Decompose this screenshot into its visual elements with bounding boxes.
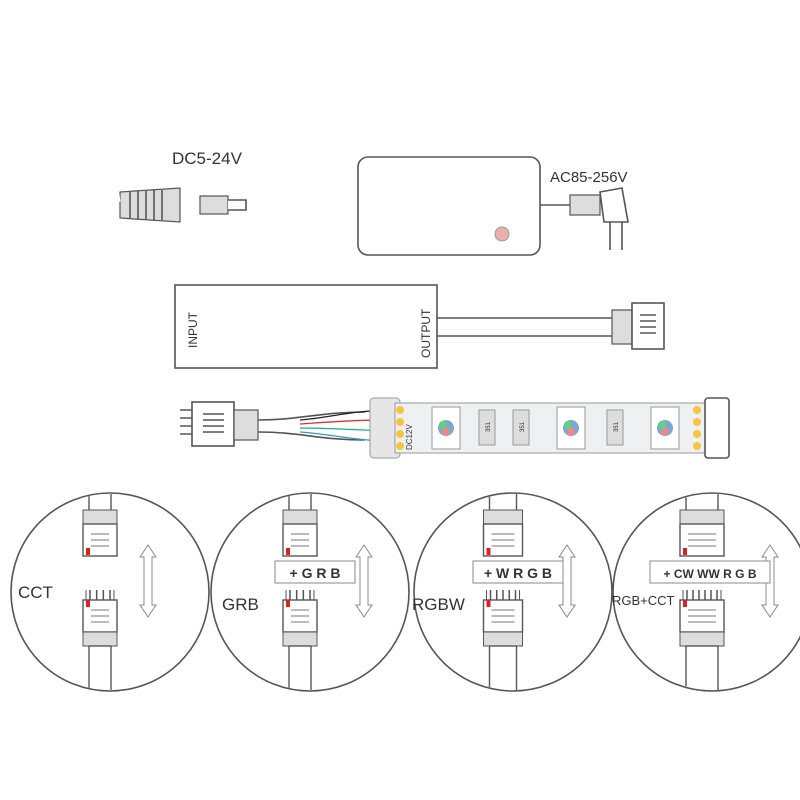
mode-circle-cct: CCT — [10, 492, 210, 692]
pin-order-box — [472, 560, 564, 584]
strip-voltage-label: DC12V — [405, 424, 414, 450]
ac-voltage-label: AC85-256V — [550, 169, 628, 186]
pin-order-box — [649, 560, 771, 584]
controller-box: INPUT OUTPUT — [174, 284, 665, 369]
pin-order-box — [274, 560, 356, 584]
resistor: 351 — [512, 409, 530, 446]
mode-circle-rgbw: + W R G B RGBW — [412, 492, 613, 692]
mode-label: RGBW — [412, 595, 465, 614]
rgb-led-chip — [650, 406, 680, 450]
resistor: 351 — [606, 409, 624, 446]
resistor: 351 — [478, 409, 496, 446]
output-label: OUTPUT — [419, 308, 433, 358]
dc-barrel-connector — [119, 187, 247, 223]
input-label: INPUT — [186, 311, 200, 348]
led-strip: DC12V 351 351 351 — [369, 397, 730, 459]
strip-connector — [180, 401, 399, 447]
rgb-led-chip — [556, 406, 586, 450]
mode-circle-rgb-cct: + CW WW R G B RGB+CCT — [612, 492, 800, 692]
pin-order-label: + W R G B — [484, 565, 552, 581]
svg-text:351: 351 — [486, 421, 492, 432]
mode-circle-grb: + G R B GRB — [210, 492, 410, 692]
pin-order-label: + CW WW R G B — [664, 567, 757, 581]
rgb-led-chip — [431, 406, 461, 450]
svg-text:351: 351 — [520, 421, 526, 432]
mode-label: RGB+CCT — [612, 593, 675, 608]
dc-voltage-label: DC5-24V — [172, 149, 243, 168]
mode-label: CCT — [18, 583, 53, 602]
mode-label: GRB — [222, 595, 259, 614]
power-adapter — [357, 156, 629, 256]
pin-order-label: + G R B — [290, 565, 341, 581]
svg-text:351: 351 — [614, 421, 620, 432]
